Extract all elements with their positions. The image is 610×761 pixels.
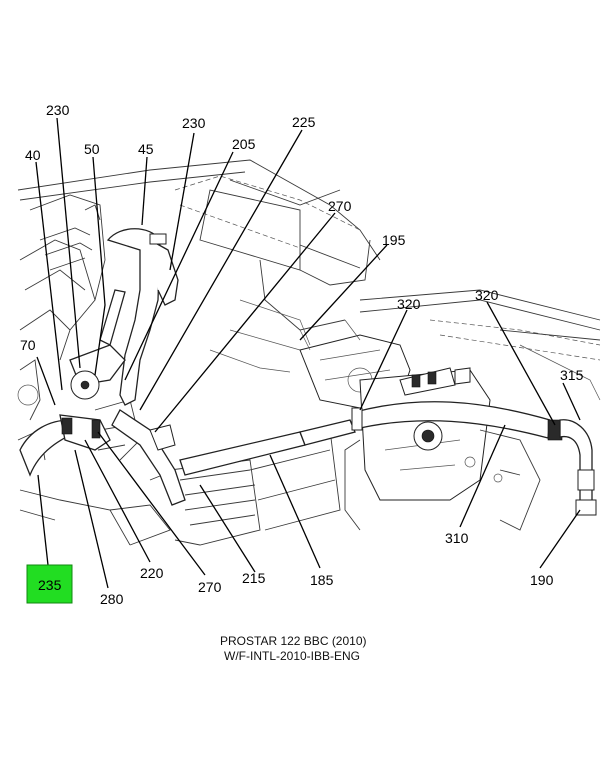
callout-50[interactable]: 50 (84, 141, 100, 157)
callout-220[interactable]: 220 (140, 565, 164, 581)
highlighted-callout-235[interactable]: 235 (26, 564, 73, 604)
callout-labels: 230 40 50 45 230 205 225 270 195 320 320… (20, 102, 584, 607)
callout-70[interactable]: 70 (20, 337, 36, 353)
callout-225[interactable]: 225 (292, 114, 316, 130)
callout-310[interactable]: 310 (445, 530, 469, 546)
callout-235[interactable]: 235 (38, 577, 62, 593)
callout-230-left[interactable]: 230 (46, 102, 70, 118)
diagram-caption: PROSTAR 122 BBC (2010) W/F-INTL-2010-IBB… (220, 634, 367, 663)
callout-215[interactable]: 215 (242, 570, 266, 586)
callout-270-bottom[interactable]: 270 (198, 579, 222, 595)
caption-code: W/F-INTL-2010-IBB-ENG (224, 649, 360, 663)
coolant-hoses (19, 228, 597, 516)
callout-45[interactable]: 45 (138, 141, 154, 157)
callout-320-right[interactable]: 320 (475, 287, 499, 303)
callout-205[interactable]: 205 (232, 136, 256, 152)
callout-40[interactable]: 40 (25, 147, 41, 163)
callout-195[interactable]: 195 (382, 232, 406, 248)
callout-315[interactable]: 315 (560, 367, 584, 383)
callout-190[interactable]: 190 (530, 572, 554, 588)
callout-270-top[interactable]: 270 (328, 198, 352, 214)
callout-230-right[interactable]: 230 (182, 115, 206, 131)
callout-320-center[interactable]: 320 (397, 296, 421, 312)
highlight-box (26, 564, 73, 604)
leader-lines (35, 117, 581, 589)
caption-model: PROSTAR 122 BBC (2010) (220, 634, 367, 648)
callout-185[interactable]: 185 (310, 572, 334, 588)
callout-280[interactable]: 280 (100, 591, 124, 607)
